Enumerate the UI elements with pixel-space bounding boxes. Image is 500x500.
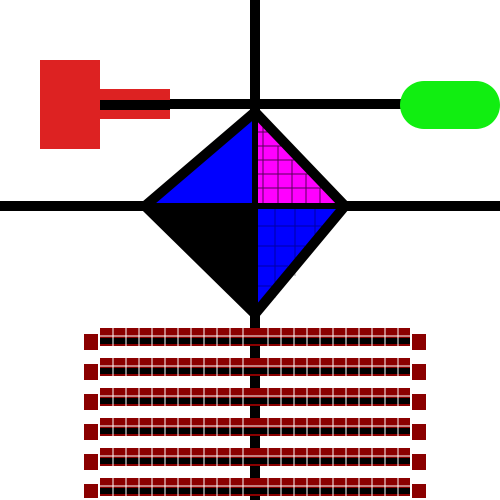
- red-brick-rails-icon[interactable]: [84, 328, 426, 498]
- green-capsule-icon[interactable]: [400, 81, 500, 129]
- brick-row: [84, 478, 426, 498]
- brick-row: [84, 388, 426, 410]
- red-flag-block-icon[interactable]: [40, 60, 170, 149]
- four-color-diamond-icon[interactable]: [137, 105, 352, 322]
- brick-row: [84, 328, 426, 350]
- brick-row: [84, 448, 426, 470]
- brick-row: [84, 418, 426, 440]
- brick-row: [84, 358, 426, 380]
